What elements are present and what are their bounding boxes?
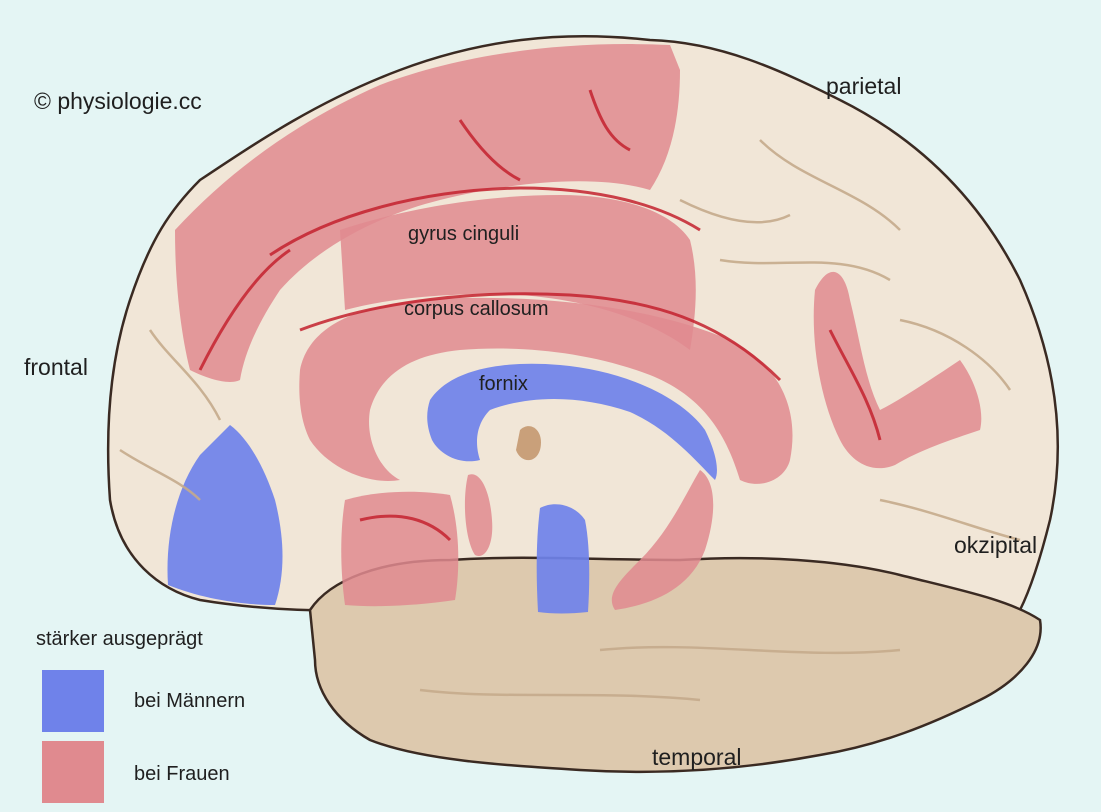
legend-title: stärker ausgeprägt <box>36 628 203 651</box>
structure-label-corpus-callosum: corpus callosum <box>404 298 549 321</box>
region-label-okzipital: okzipital <box>954 532 1037 559</box>
male-region-hypothalamus <box>537 504 590 613</box>
structure-label-gyrus-cinguli: gyrus cinguli <box>408 223 519 246</box>
female-region-lower-frontal <box>341 492 458 606</box>
region-label-temporal: temporal <box>652 744 741 771</box>
legend-swatch-male <box>42 670 104 732</box>
legend-label-female: bei Frauen <box>134 763 230 786</box>
region-label-frontal: frontal <box>24 354 88 381</box>
legend-label-male: bei Männern <box>134 690 245 713</box>
region-label-parietal: parietal <box>826 73 901 100</box>
copyright-label: © physiologie.cc <box>34 88 202 115</box>
structure-label-fornix: fornix <box>479 373 528 396</box>
legend-swatch-female <box>42 741 104 803</box>
